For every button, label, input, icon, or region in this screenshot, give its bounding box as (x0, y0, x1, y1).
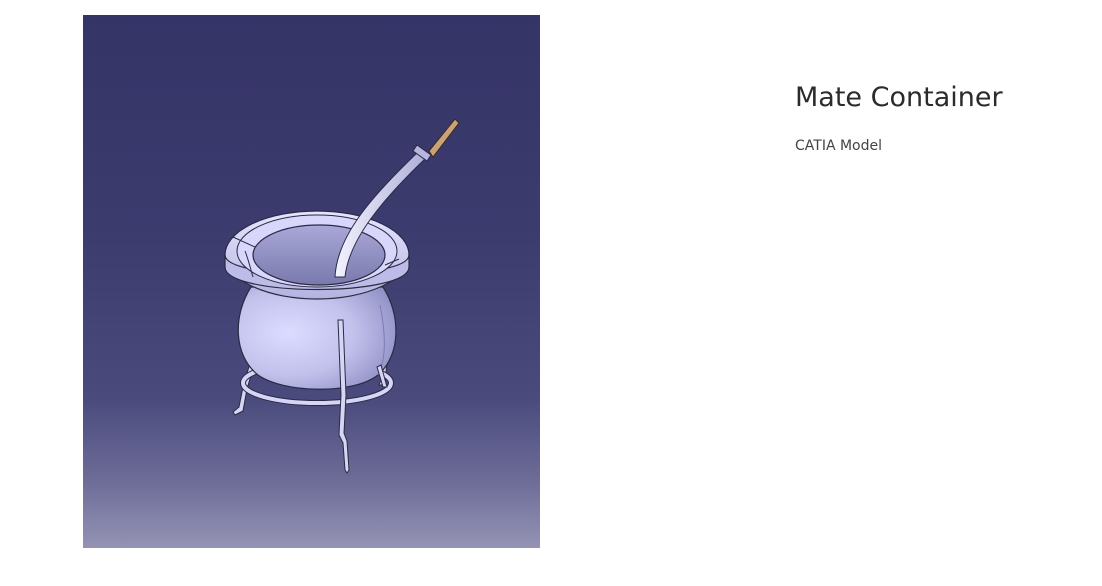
project-subtitle: CATIA Model (795, 138, 883, 154)
straw (334, 118, 460, 278)
stand-front (337, 319, 388, 474)
project-image[interactable] (83, 15, 540, 548)
mate-gourd-3d-render (224, 118, 460, 474)
project-info: Mate Container CATIA Model (795, 80, 1085, 156)
gourd-body (224, 210, 410, 390)
project-title: Mate Container (795, 82, 1003, 113)
